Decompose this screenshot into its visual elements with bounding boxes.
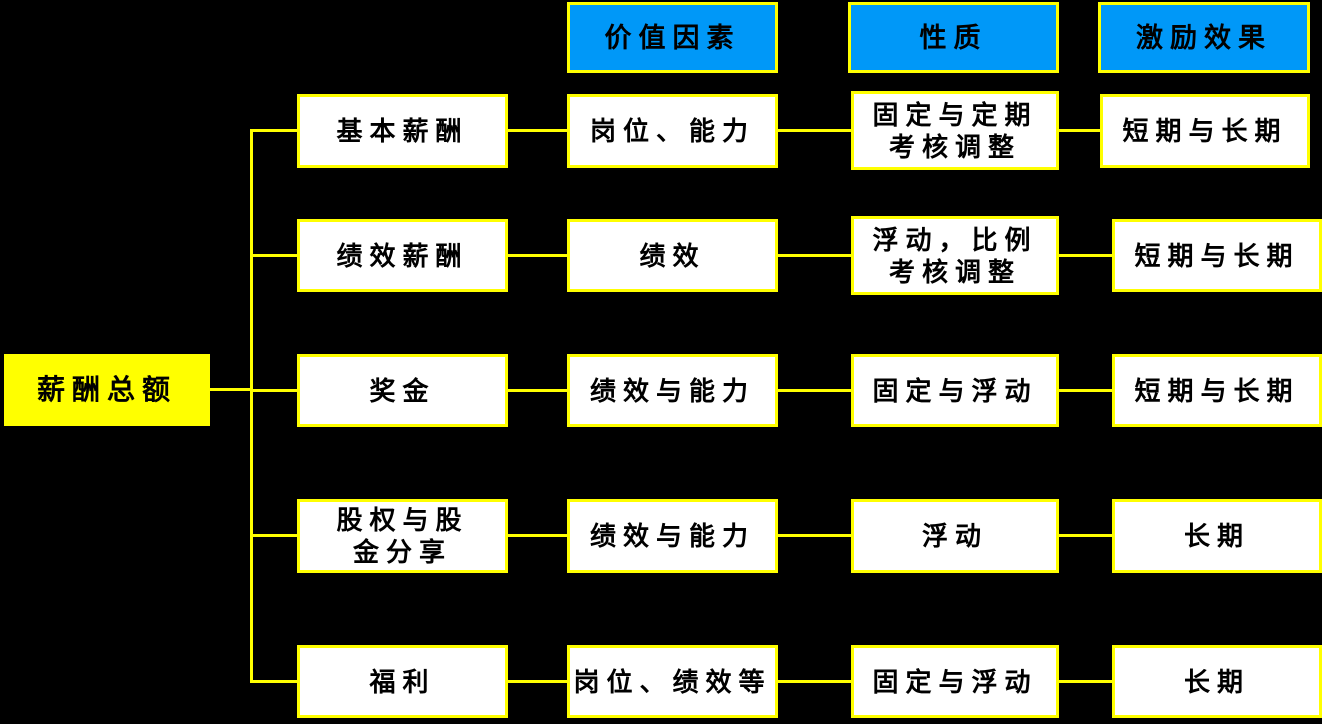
connector-line <box>778 129 851 132</box>
connector-line <box>508 534 567 537</box>
column-header-incentive-effect: 激励效果 <box>1098 2 1310 73</box>
node-row4-category: 股权与股 金分享 <box>297 499 508 573</box>
node-row5-value-factor: 岗位、绩效等 <box>567 645 778 718</box>
connector-line <box>778 534 851 537</box>
node-row3-incentive: 短期与长期 <box>1112 354 1322 427</box>
node-row5-nature: 固定与浮动 <box>851 645 1059 718</box>
root-node-total-compensation: 薪酬总额 <box>4 354 210 426</box>
node-row3-nature: 固定与浮动 <box>851 354 1059 427</box>
connector-line <box>250 534 297 537</box>
connector-line <box>508 129 567 132</box>
node-row3-value-factor: 绩效与能力 <box>567 354 778 427</box>
connector-line <box>250 254 297 257</box>
connector-line <box>1059 680 1112 683</box>
node-row2-category: 绩效薪酬 <box>297 219 508 292</box>
column-header-nature: 性质 <box>848 2 1059 73</box>
connector-line <box>778 254 851 257</box>
connector-trunk-line <box>250 129 253 683</box>
connector-line <box>1059 389 1112 392</box>
node-row1-incentive: 短期与长期 <box>1100 94 1310 168</box>
node-row2-incentive: 短期与长期 <box>1112 219 1322 292</box>
node-row1-category: 基本薪酬 <box>297 94 508 168</box>
connector-line <box>778 389 851 392</box>
node-row1-value-factor: 岗位、能力 <box>567 94 778 168</box>
connector-line <box>508 254 567 257</box>
connector-line <box>508 680 567 683</box>
node-row5-incentive: 长期 <box>1112 645 1322 718</box>
connector-line <box>250 680 297 683</box>
connector-line <box>250 389 297 392</box>
connector-line <box>250 129 297 132</box>
column-header-value-factors: 价值因素 <box>567 2 778 73</box>
node-row5-category: 福利 <box>297 645 508 718</box>
node-row2-nature: 浮动，比例 考核调整 <box>851 216 1059 295</box>
connector-line <box>508 389 567 392</box>
connector-line <box>1059 254 1112 257</box>
node-row4-value-factor: 绩效与能力 <box>567 499 778 573</box>
connector-line <box>778 680 851 683</box>
connector-line <box>210 388 252 391</box>
connector-line <box>1059 129 1100 132</box>
node-row4-nature: 浮动 <box>851 499 1059 573</box>
node-row3-category: 奖金 <box>297 354 508 427</box>
node-row2-value-factor: 绩效 <box>567 219 778 292</box>
node-row4-incentive: 长期 <box>1112 499 1322 573</box>
node-row1-nature: 固定与定期 考核调整 <box>851 91 1059 170</box>
connector-line <box>1059 534 1112 537</box>
